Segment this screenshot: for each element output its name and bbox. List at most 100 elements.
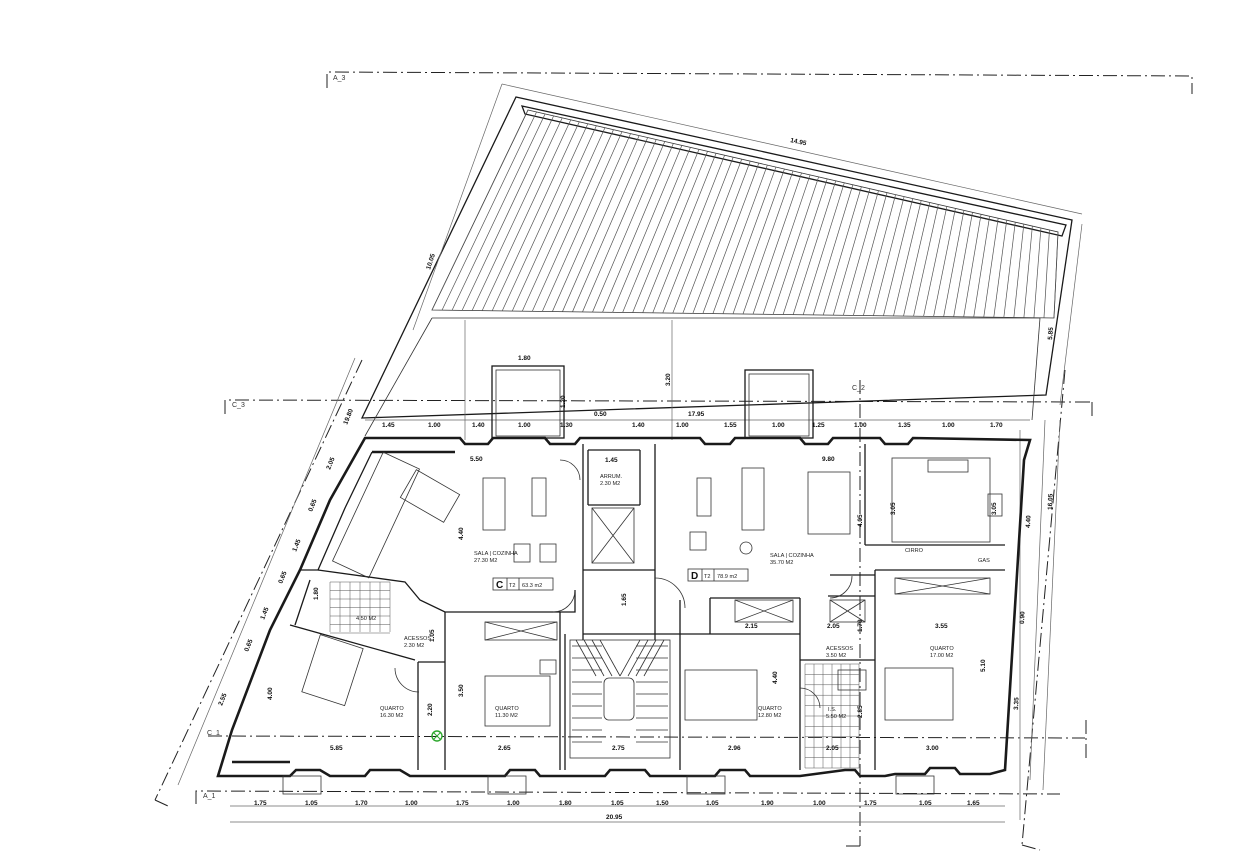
dim-quarto-c2-w: 2.65 bbox=[498, 745, 511, 752]
room-name-sala-d: SALA | COZINHA bbox=[770, 553, 814, 559]
dim-right-side-v: 3.35 bbox=[1013, 697, 1020, 710]
dim-bottom-row: 1.70 bbox=[355, 800, 368, 807]
room-area-acesso-d: 3.50 M2 bbox=[826, 653, 846, 659]
room-area-wc-c: 4.50 M2 bbox=[356, 616, 376, 622]
dim-quarto-c1-w: 5.85 bbox=[330, 745, 343, 752]
bottom-windows bbox=[282, 775, 935, 795]
dim-bottom-row: 1.80 bbox=[559, 800, 572, 807]
dim-roof-left: 10.05 bbox=[425, 253, 437, 271]
room-name-quarto-d2: QUARTO bbox=[930, 646, 954, 652]
dim-wc-d-h: 2.85 bbox=[857, 705, 864, 718]
door-swings bbox=[394, 459, 853, 709]
room-area-arrum: 2.30 M2 bbox=[600, 481, 620, 487]
dim-top-row: 1.40 bbox=[632, 422, 645, 429]
dim-stair-w: 2.75 bbox=[612, 745, 625, 752]
dim-top-row: 1.25 bbox=[812, 422, 825, 429]
dim-bottom-row: 1.75 bbox=[254, 800, 267, 807]
bathroom-d-tiles bbox=[804, 663, 860, 769]
dim-d-top-a: 2.15 bbox=[745, 623, 758, 630]
dim-bottom-row: 1.50 bbox=[656, 800, 669, 807]
axis-label-c1: C_1 bbox=[207, 730, 220, 737]
axis-label-a1: A_1 bbox=[203, 793, 216, 800]
dim-top-row: 1.45 bbox=[382, 422, 395, 429]
unit-type-c: T2 bbox=[509, 583, 516, 589]
dim-stair-h: 1.65 bbox=[621, 593, 628, 606]
axis-label-c2: C_2 bbox=[852, 385, 865, 392]
dim-d-top-b: 2.05 bbox=[827, 623, 840, 630]
dim-bottom-row: 1.65 bbox=[967, 800, 980, 807]
unit-letter-d: D bbox=[691, 571, 698, 582]
dim-wc-d-w: 2.05 bbox=[826, 745, 839, 752]
dim-sala-d-h: 4.05 bbox=[857, 514, 864, 527]
dim-top-row: 0.50 bbox=[594, 411, 607, 418]
unit-tag-c: C T2 63.3 m2 bbox=[492, 577, 554, 591]
exterior-walls bbox=[216, 436, 1032, 778]
stair-core bbox=[569, 507, 671, 759]
dim-right-side-v: 4.40 bbox=[1025, 515, 1032, 528]
dim-right-side: 5.85 bbox=[1047, 327, 1055, 341]
unit-letter-c: C bbox=[496, 580, 503, 591]
interior-walls bbox=[289, 444, 1005, 770]
dim-bottom-row: 1.00 bbox=[813, 800, 826, 807]
dim-balcony-w: 1.80 bbox=[518, 355, 531, 362]
room-name-quarto-c2: QUARTO bbox=[495, 706, 519, 712]
dim-bottom-row: 1.05 bbox=[706, 800, 719, 807]
room-name-sala-c: SALA | COZINHA bbox=[474, 551, 518, 557]
room-name-acesso-c: ACESSOS bbox=[404, 636, 431, 642]
dim-right-vertical: 16.05 bbox=[1047, 493, 1055, 510]
dim-terrace-depth: 3.20 bbox=[665, 373, 672, 386]
dim-top-row: 1.30 bbox=[560, 422, 573, 429]
room-name-quarto-d1: QUARTO bbox=[758, 706, 782, 712]
dim-total-bottom: 20.95 bbox=[606, 814, 623, 821]
room-name-quarto-c1: QUARTO bbox=[380, 706, 404, 712]
dim-right-side-v: 0.90 bbox=[1019, 611, 1026, 624]
bathroom-c-tiles bbox=[329, 581, 391, 634]
dim-bottom-row: 1.75 bbox=[864, 800, 877, 807]
unit-type-d: T2 bbox=[704, 574, 711, 580]
room-area-sala-c: 27.30 M2 bbox=[474, 558, 497, 564]
axis-label-c3: C_3 bbox=[232, 402, 245, 409]
roof-hatching bbox=[431, 109, 1059, 319]
dim-top-row: 1.35 bbox=[898, 422, 911, 429]
reference-axes: A_3 A_1 C_3 C_2 C_1 bbox=[154, 71, 1193, 851]
dim-top-row: 1.00 bbox=[676, 422, 689, 429]
furniture-unit-c bbox=[301, 451, 558, 727]
dim-top-row: 1.00 bbox=[428, 422, 441, 429]
dimension-labels: 14.95 10.05 5.85 20.95 19.80 16.05 3.20 … bbox=[217, 137, 1055, 821]
dim-wc-c2-h: 2.20 bbox=[427, 703, 434, 716]
dim-overall-top: 17.95 bbox=[688, 411, 705, 418]
room-name-arrum: ARRUM. bbox=[600, 474, 623, 480]
dim-quarto-d2-h: 5.10 bbox=[980, 659, 987, 672]
dim-wc-c-w: 1.80 bbox=[313, 587, 320, 600]
dim-top-row: 1.00 bbox=[942, 422, 955, 429]
room-labels: SALA | COZINHA 27.30 M2 SALA | COZINHA 3… bbox=[356, 474, 990, 720]
room-name-acesso-d: ACESSOS bbox=[826, 646, 853, 652]
dim-acesso-d-h: 1.70 bbox=[857, 619, 864, 632]
dim-top-row: 1.55 bbox=[724, 422, 737, 429]
room-area-quarto-c1: 16.30 M2 bbox=[380, 713, 403, 719]
green-marker-icon bbox=[431, 730, 443, 742]
room-area-wc-d: 5.50 M2 bbox=[826, 714, 846, 720]
room-area-quarto-d1: 12.80 M2 bbox=[758, 713, 781, 719]
dim-left-side: 1.45 bbox=[259, 606, 270, 621]
dim-bottom-row: 1.75 bbox=[456, 800, 469, 807]
dim-quarto-d1-w: 2.96 bbox=[728, 745, 741, 752]
dim-d-top-c: 3.55 bbox=[935, 623, 948, 630]
room-area-acesso-c: 2.30 M2 bbox=[404, 643, 424, 649]
dim-acesso-c-h: 1.05 bbox=[429, 629, 436, 642]
axis-label-a3: A_3 bbox=[333, 75, 346, 82]
outer-dimensions bbox=[177, 83, 1083, 823]
dim-bottom-row: 1.05 bbox=[919, 800, 932, 807]
dim-left-side: 1.45 bbox=[291, 538, 302, 553]
dim-bottom-row: 1.05 bbox=[305, 800, 318, 807]
dim-top-row: 1.70 bbox=[990, 422, 1003, 429]
dim-left-side: 2.05 bbox=[325, 456, 336, 471]
dim-bottom-row: 1.00 bbox=[405, 800, 418, 807]
stair-steps bbox=[572, 639, 668, 743]
dim-top-row: 1.00 bbox=[772, 422, 785, 429]
dim-quarto-d2-w: 3.00 bbox=[926, 745, 939, 752]
dim-bottom-row: 1.00 bbox=[507, 800, 520, 807]
dim-left-side: 0.65 bbox=[277, 570, 288, 585]
label-cirro: CIRRO bbox=[905, 548, 924, 554]
